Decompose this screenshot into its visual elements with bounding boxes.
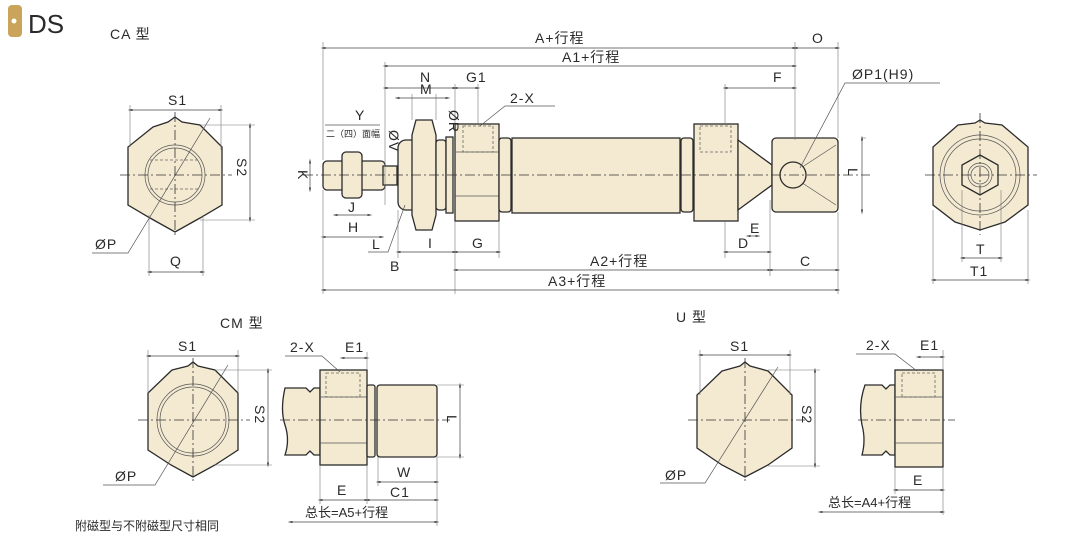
ca-end-view: CA 型 S1 S2 Q ØP: [92, 26, 255, 276]
u-two-x-label: 2-X: [866, 337, 891, 353]
cm-e1-label: E1: [345, 339, 364, 355]
u-title: U 型: [676, 309, 707, 325]
flats-label: 二（四）面幅: [326, 128, 380, 139]
j-label: J: [348, 199, 356, 215]
u-e1-label: E1: [920, 337, 939, 353]
u-s2-label: S2: [799, 405, 815, 424]
g-label: G: [472, 235, 484, 251]
cm-w-label: W: [397, 464, 411, 480]
cm-title: CM 型: [220, 315, 264, 331]
t-label: T: [976, 241, 986, 257]
h-label: H: [348, 219, 359, 235]
u-e-label: E: [913, 472, 923, 488]
u-total-label: 总长=A4+行程: [828, 495, 911, 510]
cm-s2-label: S2: [252, 405, 268, 424]
o-label: O: [812, 30, 824, 46]
n-label: N: [420, 69, 431, 85]
i-label: I: [428, 235, 433, 251]
a1-stroke-label: A1+行程: [562, 49, 620, 65]
cm-view: CM 型 S1 S2 ØP 2-X E1 L W E C1: [75, 315, 464, 533]
cm-note: 附磁型与不附磁型尺寸相同: [75, 518, 219, 533]
d-label: D: [738, 235, 749, 251]
g1-label: G1: [466, 69, 487, 85]
a-stroke-label: A+行程: [535, 30, 585, 46]
y-label: Y: [355, 107, 365, 123]
badge-dot-icon: [11, 18, 17, 24]
two-x-label: 2-X: [510, 90, 535, 106]
v-label: ØV: [386, 130, 402, 152]
series-title: DS: [28, 9, 64, 39]
m-label: M: [420, 81, 433, 97]
l-right-label: L: [845, 168, 861, 177]
p1-h9-label: ØP1(H9): [852, 66, 914, 82]
cm-l-label: L: [444, 415, 460, 424]
cm-c1-label: C1: [390, 484, 410, 500]
cm-s1-label: S1: [178, 338, 197, 354]
ca-title: CA 型: [110, 26, 151, 42]
ca-s1-label: S1: [168, 92, 187, 108]
k-label: K: [295, 170, 311, 180]
u-view: U 型 S1 S2 ØP 2-X E1 E 总长=A4+行程: [660, 309, 955, 515]
f-label: F: [773, 69, 783, 85]
c-label: C: [800, 253, 811, 269]
cm-total-label: 总长=A5+行程: [305, 505, 388, 520]
u-s1-label: S1: [730, 338, 749, 354]
cm-two-x-label: 2-X: [290, 339, 315, 355]
u-p-label: ØP: [665, 467, 687, 483]
e-label: E: [750, 220, 760, 236]
l-left-label: L: [372, 236, 381, 252]
a2-stroke-label: A2+行程: [590, 253, 648, 269]
a3-stroke-label: A3+行程: [548, 273, 606, 289]
b-label: B: [390, 258, 400, 274]
cm-e-label: E: [337, 482, 347, 498]
ca-s2-label: S2: [234, 158, 250, 177]
ca-p-label: ØP: [95, 236, 117, 252]
series-header: DS: [8, 5, 64, 39]
r-label: ØR: [446, 110, 462, 133]
t1-label: T1: [970, 263, 988, 279]
cm-p-label: ØP: [115, 468, 137, 484]
ca-q-label: Q: [170, 253, 182, 269]
main-side-view: A+行程 O A1+行程 N G1 M F 2-X ØP1(H9) Y 二（四）…: [295, 30, 940, 294]
rear-end-view: T T1: [925, 113, 1037, 284]
